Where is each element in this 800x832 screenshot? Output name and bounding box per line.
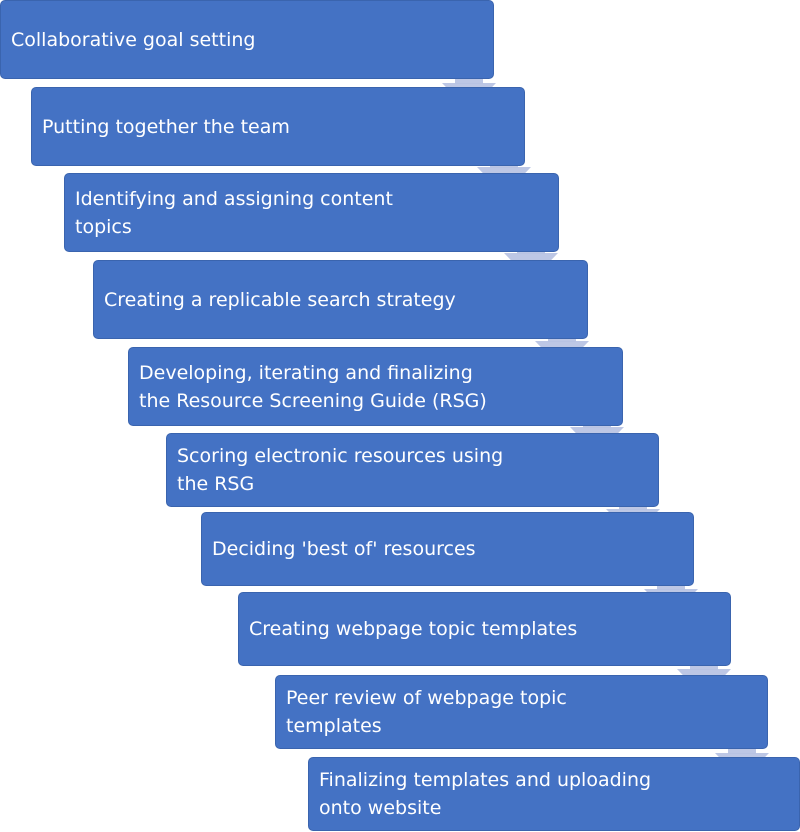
step-box: Peer review of webpage topic templates (275, 675, 768, 749)
step-label: Creating a replicable search strategy (104, 288, 456, 311)
step-box: Scoring electronic resources using the R… (166, 433, 659, 507)
step-label: Finalizing templates and uploading onto … (319, 769, 652, 819)
step-label: Identifying and assigning content topics (75, 187, 393, 238)
step-label: Peer review of webpage topic templates (286, 687, 567, 737)
step-label: Creating webpage topic templates (249, 618, 578, 640)
step-label: Collaborative goal setting (11, 28, 256, 51)
step-box: Creating a replicable search strategy (93, 260, 588, 339)
step-box: Developing, iterating and finalizing the… (128, 347, 623, 426)
step-box: Identifying and assigning content topics (64, 173, 559, 252)
step-box: Finalizing templates and uploading onto … (308, 757, 800, 831)
step-box: Collaborative goal setting (0, 0, 494, 79)
step-label: Putting together the team (42, 115, 290, 138)
step-box: Deciding 'best of' resources (201, 512, 694, 586)
step-label: Developing, iterating and finalizing the… (139, 361, 487, 412)
step-label: Scoring electronic resources using the R… (177, 445, 504, 495)
step-box: Putting together the team (31, 87, 525, 166)
step-box: Creating webpage topic templates (238, 592, 731, 666)
step-label: Deciding 'best of' resources (212, 538, 476, 560)
